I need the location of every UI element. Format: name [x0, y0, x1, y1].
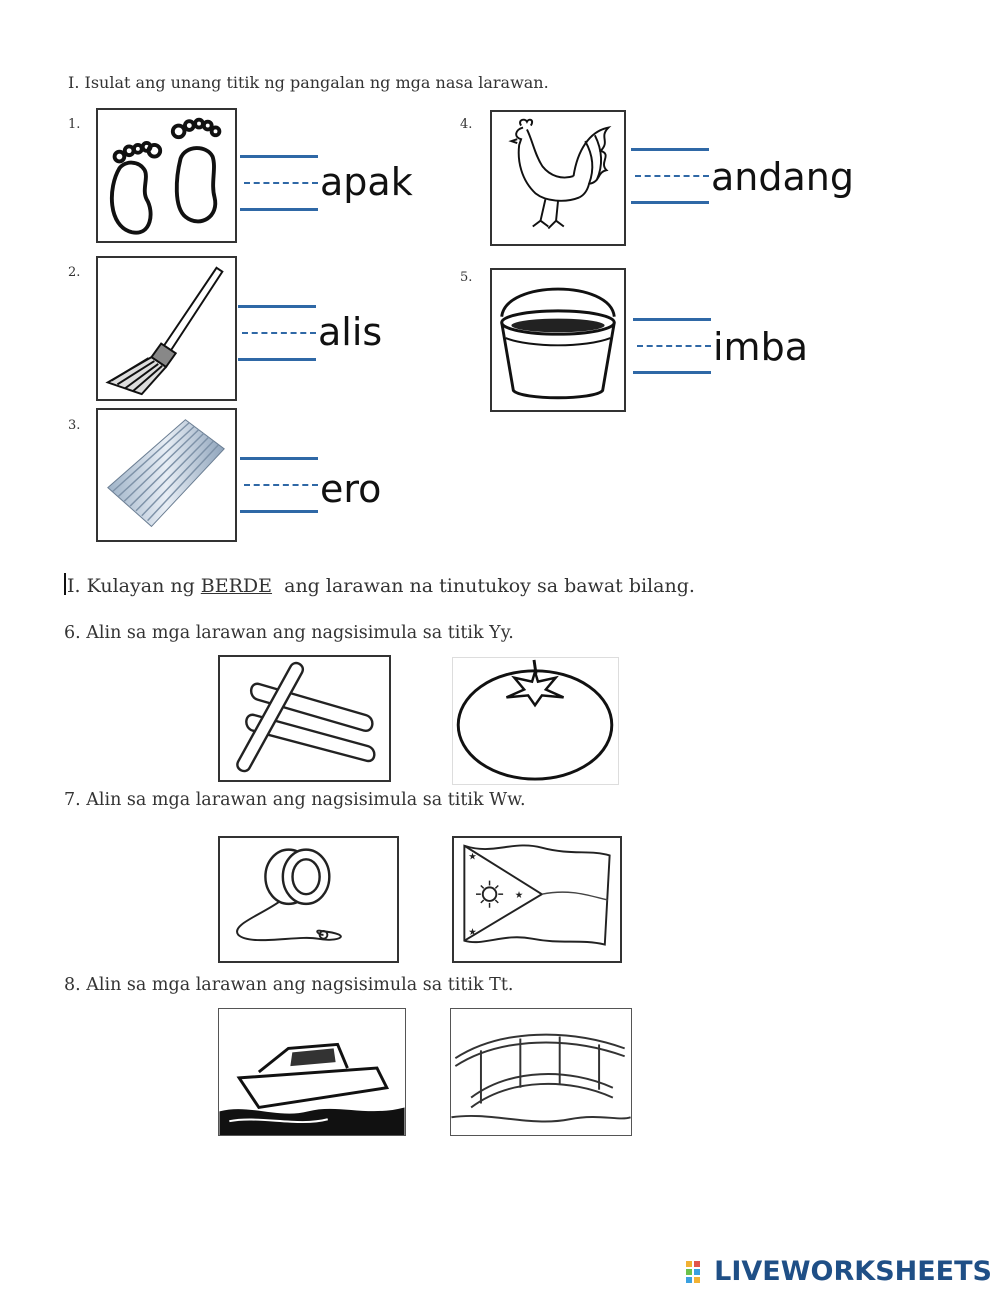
section-2-title-suffix: ang larawan na tinutukoy sa bawat bilang…	[272, 575, 695, 597]
section-1-title: I. Isulat ang unang titik ng pangalan ng…	[68, 73, 549, 92]
item-5-number: 5.	[460, 270, 473, 285]
question-7: 7. Alin sa mga larawan ang nagsisimula s…	[64, 790, 526, 810]
section-2-title: I. Kulayan ng BERDE ang larawan na tinut…	[64, 573, 695, 597]
item-2-number: 2.	[68, 265, 81, 280]
item-4-number: 4.	[460, 117, 473, 132]
item-1-number: 1.	[68, 117, 81, 132]
answer-blank-4[interactable]	[631, 148, 711, 208]
word-4: andang	[711, 155, 854, 199]
word-5: imba	[713, 325, 808, 369]
bridge-icon[interactable]	[450, 1008, 632, 1136]
feet-icon	[96, 108, 237, 243]
liveworksheets-logo-icon	[686, 1261, 701, 1283]
word-3: ero	[320, 467, 382, 511]
liveworksheets-brand: LIVEWORKSHEETS	[686, 1254, 992, 1288]
section-2-title-prefix: I. Kulayan ng	[67, 575, 201, 597]
item-3-number: 3.	[68, 418, 81, 433]
bucket-icon	[490, 268, 626, 412]
answer-blank-2[interactable]	[238, 305, 318, 365]
tomato-icon[interactable]	[452, 657, 619, 785]
svg-text:★: ★	[468, 851, 477, 862]
answer-blank-5[interactable]	[633, 318, 713, 378]
rooster-icon	[490, 110, 626, 246]
answer-blank-3[interactable]	[240, 457, 320, 517]
yoyo-icon[interactable]	[218, 836, 399, 963]
svg-text:★: ★	[468, 927, 477, 938]
svg-text:★: ★	[515, 890, 524, 901]
boat-icon[interactable]	[218, 1008, 406, 1136]
question-6: 6. Alin sa mga larawan ang nagsisimula s…	[64, 623, 514, 643]
broom-icon	[96, 256, 237, 401]
flag-icon[interactable]: ★ ★ ★	[452, 836, 622, 963]
word-1: apak	[320, 160, 413, 204]
roof-sheet-icon	[96, 408, 237, 542]
answer-blank-1[interactable]	[240, 155, 320, 215]
brand-name: LIVEWORKSHEETS	[714, 1255, 992, 1287]
section-2-title-emphasis: BERDE	[200, 575, 273, 597]
chalk-icon[interactable]	[218, 655, 391, 782]
word-2: alis	[318, 310, 383, 354]
text-cursor	[64, 573, 66, 595]
question-8: 8. Alin sa mga larawan ang nagsisimula s…	[64, 975, 514, 995]
